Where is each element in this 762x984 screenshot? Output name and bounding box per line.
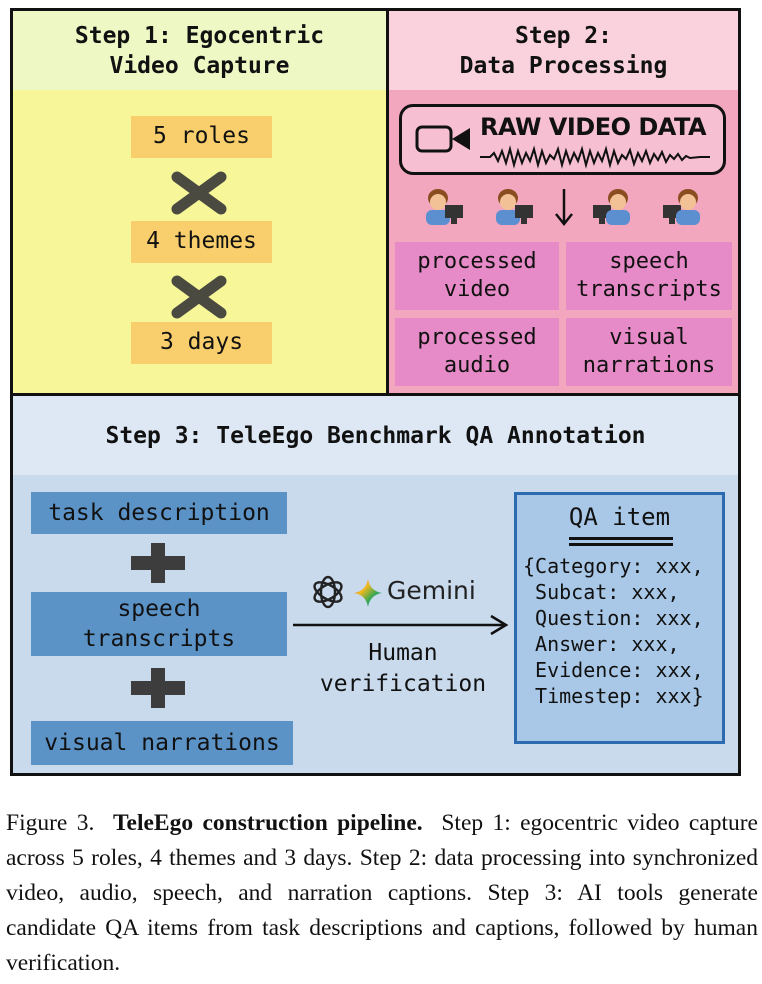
qa-line-subcat: Subcat: xxx,	[523, 580, 680, 604]
raw-video-box: RAW VIDEO DATA	[399, 104, 726, 175]
person-at-computer-icon	[663, 189, 700, 225]
qa-line-question: Question: xxx,	[523, 606, 704, 630]
processed-video-box: processed video	[395, 242, 559, 310]
step1-title-line2: Video Capture	[109, 53, 290, 79]
person-at-computer-icon	[593, 189, 630, 225]
qa-item-box: QA item {Category: xxx, Subcat: xxx, Que…	[514, 492, 725, 744]
step1-panel: Step 1: Egocentric Video Capture 5 roles…	[13, 11, 389, 393]
human-verification-line1: Human	[368, 640, 438, 666]
step3-header: Step 3: TeleEgo Benchmark QA Annotation	[13, 396, 738, 475]
step2-title-line1: Step 2:	[515, 23, 612, 49]
person-at-computer-icon	[426, 189, 463, 225]
step1-header: Step 1: Egocentric Video Capture	[13, 11, 386, 90]
visual-narrations-input-box: visual narrations	[31, 721, 293, 765]
human-verification-line2: verification	[319, 671, 487, 697]
step2-header: Step 2: Data Processing	[389, 11, 738, 90]
waveform-icon	[480, 145, 710, 169]
right-arrow-icon	[293, 614, 509, 636]
step1-title-line1: Step 1: Egocentric	[74, 23, 325, 49]
step2-title-line2: Data Processing	[459, 53, 668, 79]
roles-box: 5 roles	[131, 116, 272, 158]
raw-video-label: RAW VIDEO DATA	[480, 113, 707, 141]
qa-line-category: {Category: xxx,	[523, 554, 704, 578]
gemini-label: Gemini	[387, 576, 476, 605]
camera-icon	[415, 125, 470, 153]
qa-line-evidence: Evidence: xxx,	[523, 658, 704, 682]
pipeline-figure: Step 1: Egocentric Video Capture 5 roles…	[10, 8, 741, 776]
person-at-computer-icon	[496, 189, 533, 225]
plus-icon	[131, 543, 185, 583]
caption-label: Figure 3.	[6, 810, 95, 836]
step2-panel: Step 2: Data Processing RAW VIDEO DATA	[389, 11, 738, 393]
qa-title-underline-bottom	[569, 543, 673, 546]
gemini-star-icon	[354, 579, 382, 607]
visual-narrations-box: visual narrations	[566, 318, 732, 386]
caption-bold-title: TeleEgo construction pipeline.	[113, 810, 423, 836]
cross-icon	[171, 275, 227, 319]
speech-transcripts-input-box: speech transcripts	[31, 592, 287, 656]
days-box: 3 days	[131, 322, 272, 364]
figure-caption: Figure 3. TeleEgo construction pipeline.…	[6, 806, 758, 981]
qa-line-answer: Answer: xxx,	[523, 632, 680, 656]
step3-title: Step 3: TeleEgo Benchmark QA Annotation	[105, 423, 646, 449]
speech-transcripts-box: speech transcripts	[566, 242, 732, 310]
step3-panel: Step 3: TeleEgo Benchmark QA Annotation …	[13, 393, 738, 773]
qa-title-underline-top	[569, 537, 673, 540]
themes-box: 4 themes	[131, 221, 272, 263]
caption-text: Step 1: egocentric video capture across …	[6, 810, 758, 976]
cross-icon	[171, 171, 227, 215]
qa-item-title: QA item	[568, 503, 671, 531]
qa-line-timestep: Timestep: xxx}	[523, 684, 704, 708]
processed-audio-box: processed audio	[395, 318, 559, 386]
openai-logo-icon	[313, 575, 343, 609]
task-description-box: task description	[31, 492, 287, 534]
down-arrow-icon	[555, 189, 573, 227]
plus-icon	[131, 668, 185, 708]
